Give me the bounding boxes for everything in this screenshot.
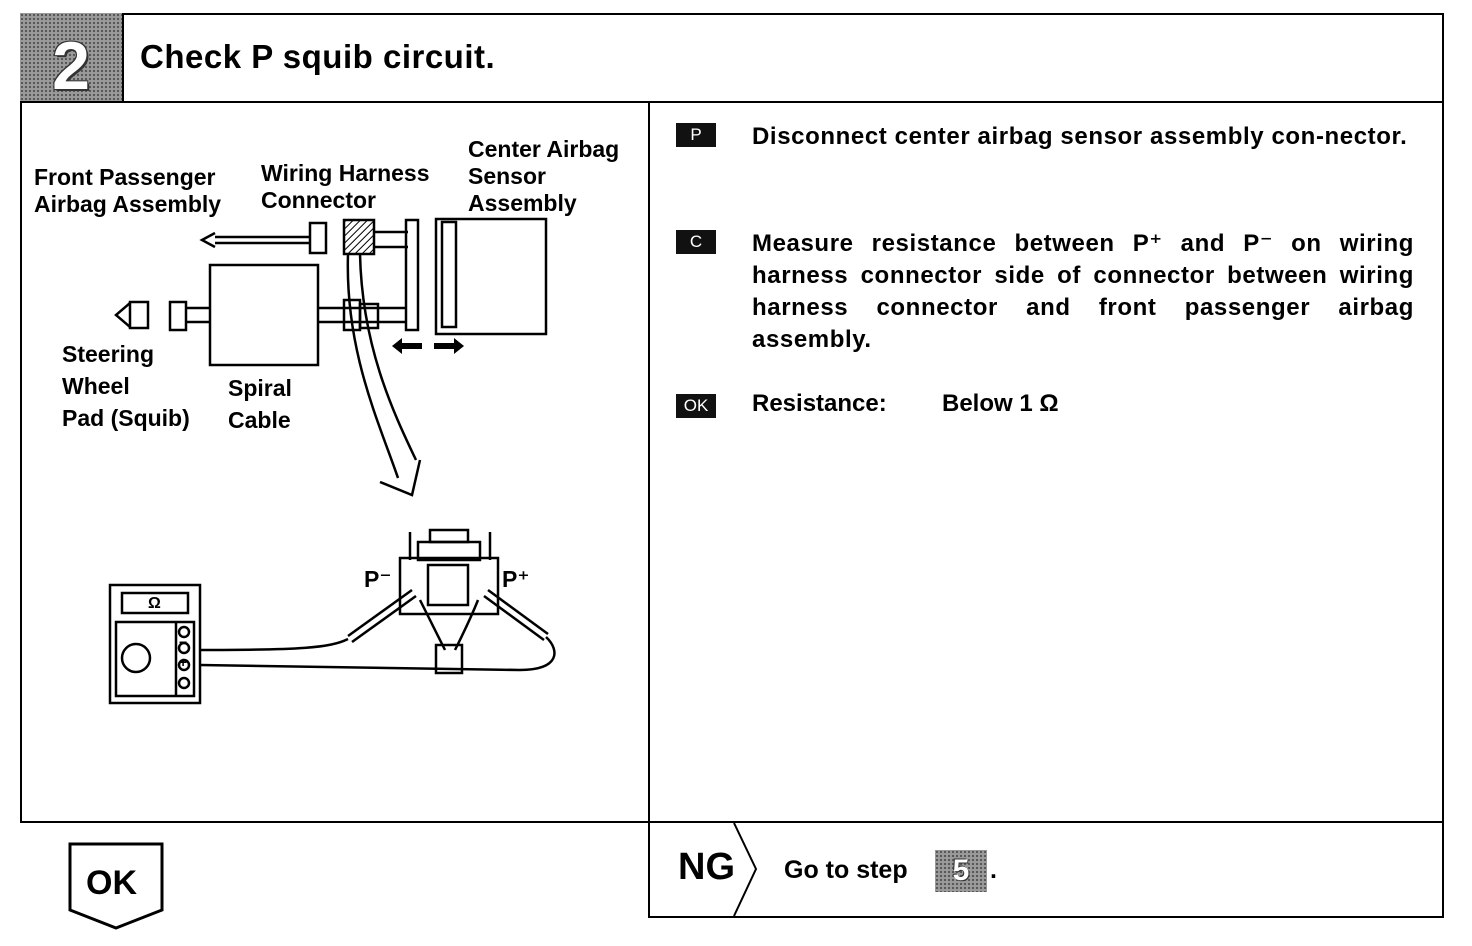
curved-arrow-left <box>346 253 400 479</box>
meter-display-ohm: Ω <box>148 595 161 612</box>
step-number-box: 2 <box>20 13 124 104</box>
connector-closeup <box>398 528 500 675</box>
steering-plug-left <box>128 300 150 330</box>
spec-tag-ok: OK <box>676 394 716 418</box>
probe-lead-plus <box>199 636 556 672</box>
sensor-connector <box>440 220 458 329</box>
curved-arrow-right <box>358 253 418 461</box>
steering-plug-right <box>168 300 188 332</box>
label-p-minus: P⁻ <box>364 566 392 592</box>
spec-value: Below 1 Ω <box>942 390 1059 417</box>
ng-label: NG <box>678 846 735 888</box>
instruction-tag-c: C <box>676 230 716 254</box>
label-front-passenger-airbag: Front Passenger Airbag Assembly <box>34 164 222 217</box>
mount-plate <box>404 218 420 332</box>
passenger-plug <box>308 221 328 255</box>
ng-box <box>648 823 1444 918</box>
steering-tip <box>114 302 131 328</box>
disconnect-arrows <box>392 338 464 354</box>
meter-plus-label: + <box>179 654 188 670</box>
label-center-airbag-sensor: Center Airbag Sensor Assembly <box>468 136 620 216</box>
instruction-tag-p: P <box>676 123 716 147</box>
instruction-disconnect: Disconnect center airbag sensor assembly… <box>752 123 1408 150</box>
instruction-measure: Measure resistance between P⁺ and P⁻ on … <box>752 230 1414 353</box>
label-steering-wheel-pad: Steering Wheel Pad (Squib) <box>62 341 190 431</box>
spiral-cable <box>208 263 320 367</box>
label-wiring-harness-connector: Wiring Harness Connector <box>261 160 430 213</box>
curved-arrow-head <box>379 459 422 497</box>
column-divider <box>648 103 650 918</box>
ng-step-reference[interactable]: 5 <box>935 850 987 892</box>
harness-connector <box>342 218 376 256</box>
ok-arrow-box <box>68 842 164 930</box>
multimeter <box>108 583 202 705</box>
step-number: 2 <box>52 28 90 104</box>
passenger-wire-tip <box>199 231 216 249</box>
ng-suffix: . <box>990 856 997 884</box>
step-title: Check P squib circuit. <box>140 38 496 75</box>
wiring-diagram: Front Passenger Airbag Assembly Wiring H… <box>22 104 646 820</box>
diagram-drawing <box>108 217 556 705</box>
ng-goto-text: Go to step <box>784 856 908 884</box>
spec-label: Resistance: <box>752 390 887 417</box>
probe-lead-minus <box>199 637 349 652</box>
ng-chevron-icon <box>733 823 758 917</box>
test-probes <box>199 588 556 672</box>
ok-label: OK <box>86 864 137 902</box>
label-p-plus: P⁺ <box>502 566 530 592</box>
label-spiral-cable: Spiral Cable <box>228 375 292 433</box>
header-divider <box>20 101 1444 103</box>
meter-minus-label: − <box>179 634 188 650</box>
center-airbag-sensor <box>434 217 548 336</box>
procedure-frame <box>20 13 1444 823</box>
